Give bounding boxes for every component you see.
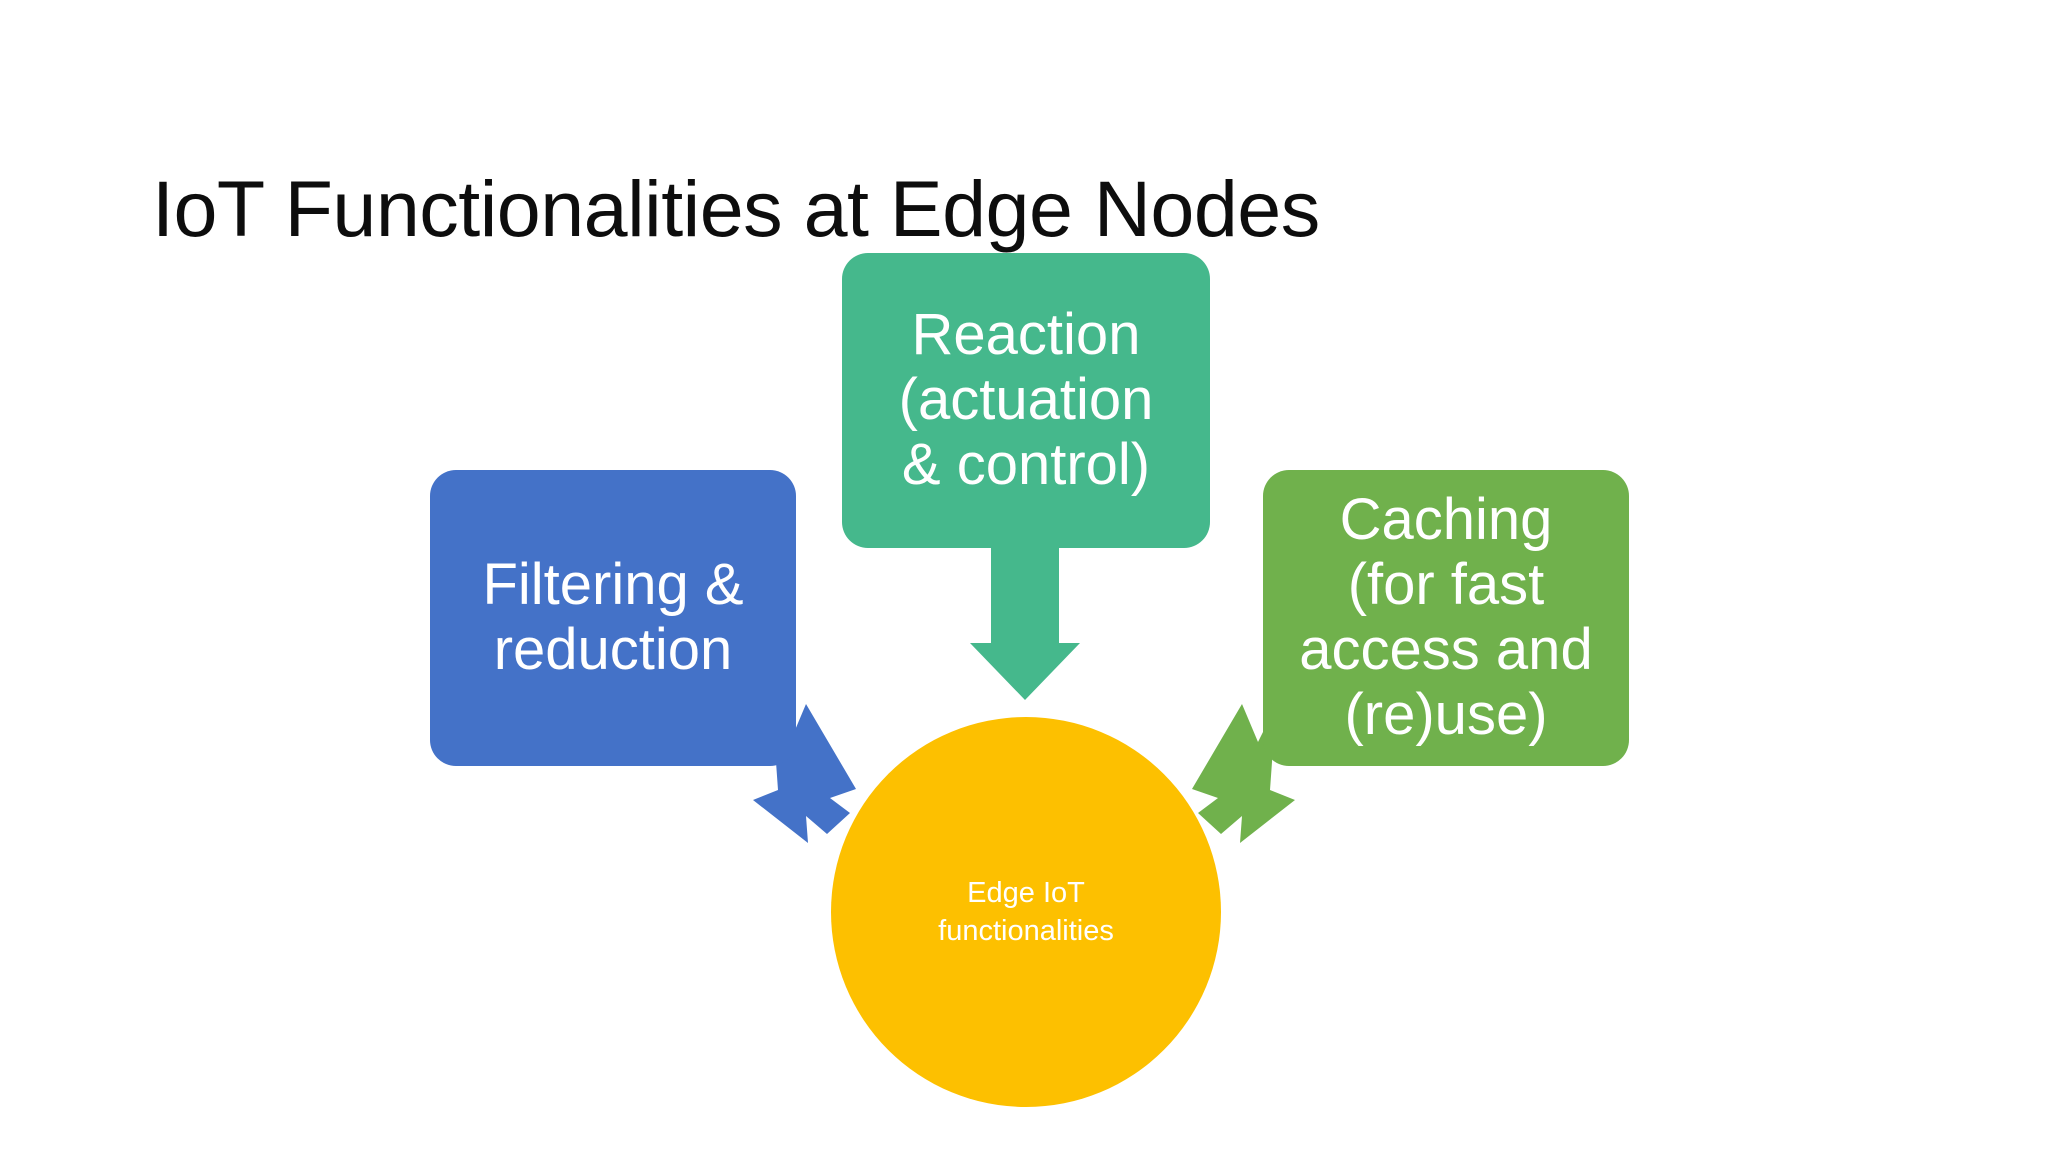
arrow-reaction-to-core xyxy=(970,548,1080,700)
node-caching-label: Caching (for fast access and (re)use) xyxy=(1299,487,1593,747)
node-filtering-and-reduction[interactable]: Filtering & reduction xyxy=(430,470,796,766)
node-caching-for-fast-access-and-reuse[interactable]: Caching (for fast access and (re)use) xyxy=(1263,470,1629,766)
page-title: IoT Functionalities at Edge Nodes xyxy=(152,163,1320,253)
node-filtering-label: Filtering & reduction xyxy=(482,552,744,682)
node-core-label: Edge IoT functionalities xyxy=(938,876,1114,947)
node-reaction-actuation-and-control[interactable]: Reaction (actuation & control) xyxy=(842,253,1210,548)
node-edge-iot-functionalities[interactable]: Edge IoT functionalities xyxy=(831,717,1221,1107)
node-reaction-label: Reaction (actuation & control) xyxy=(898,302,1154,497)
